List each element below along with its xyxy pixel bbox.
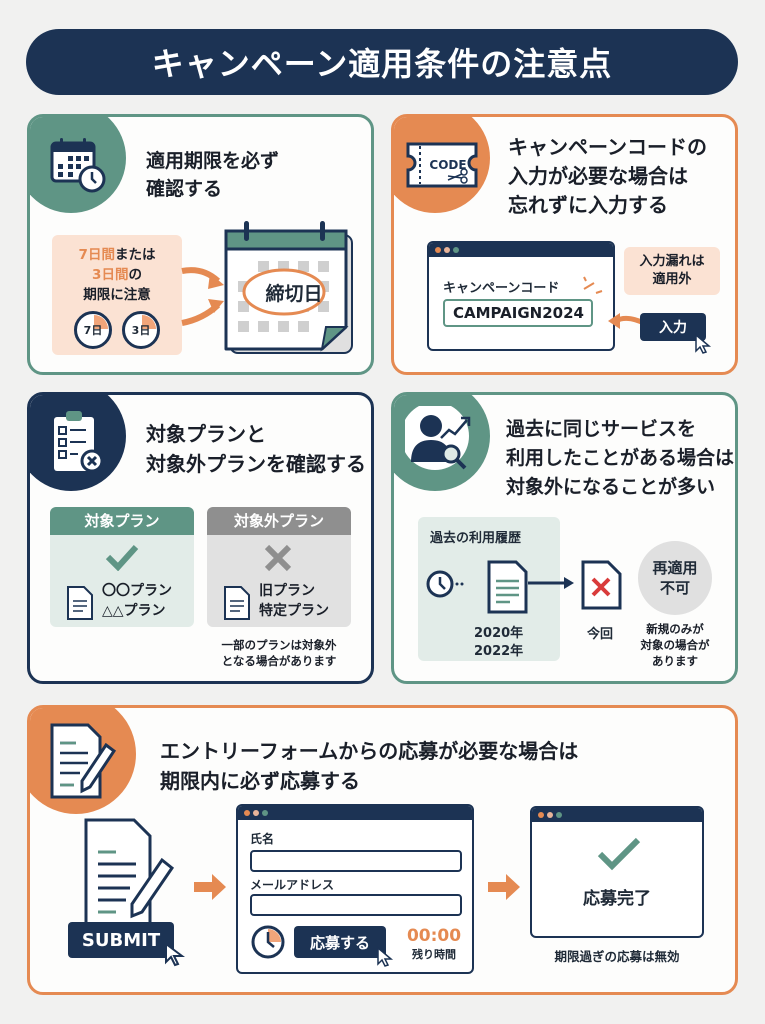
plan-item: 旧プラン xyxy=(259,583,315,599)
user-search-icon xyxy=(394,395,490,491)
highlight-lines-icon xyxy=(583,276,603,294)
arrow-right-icon xyxy=(488,874,520,900)
arrows-icon xyxy=(181,267,224,326)
entry-form-window: 氏名 メールアドレス 応募する 00:00 残り時間 xyxy=(236,804,474,974)
card-title-line: 過去に同じサービスを xyxy=(506,418,697,440)
submit-document-icon xyxy=(84,818,175,928)
cursor-icon xyxy=(377,946,394,967)
cursor-icon xyxy=(695,333,712,354)
checklist-icon xyxy=(30,395,126,491)
card-campaign-code: CODE キャンペーンコードの 入力が必要な場合は 忘れずに入力する キャンペー… xyxy=(391,114,738,375)
email-label: メールアドレス xyxy=(250,878,335,892)
arrow-right-icon xyxy=(528,577,574,589)
year: 2020年 xyxy=(474,626,524,641)
timer-7-days-icon: 7日 xyxy=(74,311,112,349)
x-icon xyxy=(264,544,292,572)
card-title-line: 利用したことがある場合は xyxy=(506,447,735,469)
arrow-right-icon xyxy=(194,874,226,900)
name-label: 氏名 xyxy=(250,832,275,846)
document-icon xyxy=(67,586,93,620)
email-input[interactable] xyxy=(250,894,462,916)
plan-item: △△プラン xyxy=(102,603,166,619)
campaign-code-input[interactable]: CAMPAIGN2024 xyxy=(443,299,593,327)
card-title-line: 対象外プランを確認する xyxy=(146,452,366,476)
eligible-plan-panel: 対象プラン 〇〇プラン △△プラン xyxy=(50,507,194,627)
card-deadline: 適用期限を必ず 確認する 7日間または 3日間の 期限に注意 7日 3日 締切日 xyxy=(27,114,374,375)
card-title-line: 入力が必要な場合は xyxy=(508,164,688,188)
countdown-label: 残り時間 xyxy=(412,948,456,961)
text: 期限に注意 xyxy=(83,287,151,303)
text: の xyxy=(128,267,142,283)
expired-note: 期限過ぎの応募は無効 xyxy=(554,949,680,964)
card-title-line: キャンペーンコードの xyxy=(508,135,707,159)
plan-item: 〇〇プラン xyxy=(102,583,172,599)
period-note-box: 7日間または 3日間の 期限に注意 7日 3日 xyxy=(52,235,182,355)
page-title: キャンペーン適用条件の注意点 xyxy=(151,45,613,83)
card-title-line: 忘れずに入力する xyxy=(508,193,668,217)
check-icon xyxy=(105,544,139,571)
countdown-value: 00:00 xyxy=(406,926,462,946)
history-label: 過去の利用履歴 xyxy=(430,531,522,546)
card-past-usage: 過去に同じサービスを 利用したことがある場合は 対象外になることが多い 過去の利… xyxy=(391,392,738,684)
eligible-plan-header: 対象プラン xyxy=(50,507,194,535)
new-only-note: 新規のみが対象の場合があります xyxy=(640,622,710,668)
check-icon xyxy=(597,837,641,871)
deadline-label: 締切日 xyxy=(265,283,323,305)
missing-input-bubble: 入力漏れは適用外 xyxy=(624,247,720,295)
card-title-line: 適用期限を必ず xyxy=(146,150,280,172)
history-document-icon xyxy=(487,560,528,614)
card-eligible-plans: 対象プランと 対象外プランを確認する 対象プラン 〇〇プラン △△プラン 対象外プ… xyxy=(27,392,374,684)
clock-icon xyxy=(426,570,464,598)
document-icon xyxy=(224,586,250,620)
submit-button[interactable]: SUBMIT xyxy=(68,922,174,958)
title-banner: キャンペーン適用条件の注意点 xyxy=(26,29,738,95)
text: または xyxy=(114,247,156,263)
code-entry-window: キャンペーンコード CAMPAIGN2024 xyxy=(427,241,615,351)
plan-item: 特定プラン xyxy=(259,603,329,619)
card-title-line: エントリーフォームからの応募が必要な場合は xyxy=(160,739,579,763)
completion-window: 応募完了 xyxy=(530,806,704,938)
ineligible-plan-header: 対象外プラン xyxy=(207,507,351,535)
highlight-text: 3日間 xyxy=(92,267,129,283)
complete-label: 応募完了 xyxy=(583,889,651,909)
highlight-text: 7日間 xyxy=(78,247,115,263)
name-input[interactable] xyxy=(250,850,462,872)
deadline-calendar-icon xyxy=(224,221,353,354)
current-label: 今回 xyxy=(586,627,613,642)
code-field-label: キャンペーンコード xyxy=(443,281,560,296)
input-button[interactable]: 入力 xyxy=(640,313,706,341)
usage-history-panel: 過去の利用履歴 2020年 2022年 xyxy=(418,517,560,661)
card-title-line: 対象外になることが多い xyxy=(506,476,716,498)
rejected-document-icon xyxy=(581,560,622,610)
not-reapplicable-bubble: 再適用不可 xyxy=(638,541,712,615)
plan-note: 一部のプランは対象外となる場合があります xyxy=(221,638,337,668)
ineligible-plan-panel: 対象外プラン 旧プラン特定プラン xyxy=(207,507,351,627)
card-title-line: 確認する xyxy=(146,178,223,200)
calendar-clock-icon xyxy=(30,117,126,213)
form-pen-icon xyxy=(30,708,136,814)
card-title-line: 対象プランと xyxy=(146,422,266,446)
coupon-code-icon: CODE xyxy=(394,117,490,213)
svg-text:CODE: CODE xyxy=(429,158,466,172)
card-entry-form: エントリーフォームからの応募が必要な場合は 期限内に必ず応募する SUBMIT … xyxy=(27,705,738,995)
card-title-line: 期限内に必ず応募する xyxy=(160,769,360,793)
apply-button[interactable]: 応募する xyxy=(294,926,386,958)
clock-timer-icon xyxy=(251,925,285,959)
cursor-icon xyxy=(165,942,185,967)
timer-3-days-icon: 3日 xyxy=(122,311,160,349)
year: 2022年 xyxy=(474,644,524,659)
